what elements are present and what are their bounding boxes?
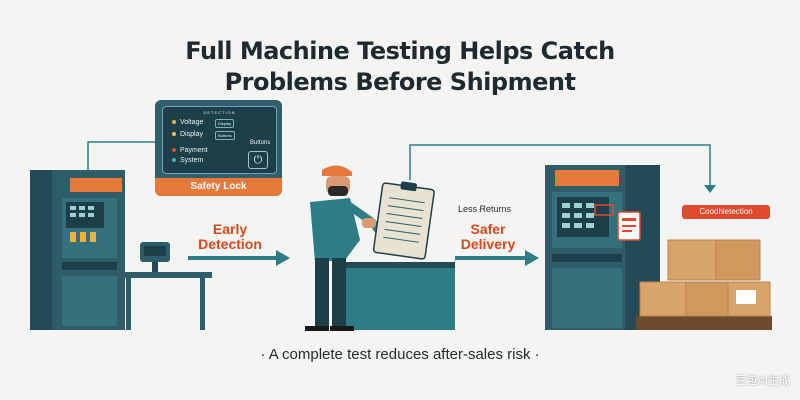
panel-item-voltage: Voltage — [172, 119, 203, 127]
panel-item-display: Display — [172, 131, 203, 139]
panel-chip-display: Display — [215, 119, 235, 128]
panel-chip-buttons: Buttons — [215, 131, 235, 140]
label-early-detection: Early Detection — [198, 221, 262, 252]
page-title-line1: Full Machine Testing Helps Catch — [185, 37, 615, 65]
page-title-line2: Problems Before Shipment — [224, 68, 576, 96]
status-dot-icon — [172, 148, 176, 153]
connector-right — [409, 144, 711, 185]
label-safer-delivery: Safer Delivery — [460, 221, 516, 252]
right-machine — [545, 165, 660, 330]
panel-buttons-label: Buttons — [250, 140, 271, 146]
power-icon: ⏻ — [248, 151, 268, 169]
detection-panel: DETECTION Voltage Display Display Button… — [155, 100, 282, 196]
connector-lines — [87, 141, 711, 185]
footer-caption: · A complete test reduces after-sales ri… — [260, 346, 540, 363]
detection-tag: Coodhietection — [682, 205, 770, 219]
arrow-safer-delivery — [455, 250, 539, 266]
panel-item-system: System — [172, 157, 203, 165]
status-dot-icon — [172, 158, 176, 163]
arrow-early-detection — [188, 250, 290, 266]
panel-screen: DETECTION Voltage Display Display Button… — [162, 106, 277, 174]
shipping-boxes — [636, 239, 772, 330]
status-dot-icon — [172, 120, 176, 125]
panel-item-payment: Payment — [172, 147, 208, 155]
connector-arrowhead — [704, 185, 716, 193]
status-dot-icon — [172, 132, 176, 137]
connector-left — [87, 141, 155, 170]
left-machine — [30, 170, 125, 330]
panel-header: DETECTION — [203, 110, 236, 115]
worker — [305, 165, 455, 331]
watermark: 豆包AI生成 — [735, 375, 790, 387]
left-table — [120, 242, 212, 330]
safety-lock-bar: Safety Lock — [155, 178, 282, 196]
label-less-returns: Less Returns — [458, 204, 512, 214]
